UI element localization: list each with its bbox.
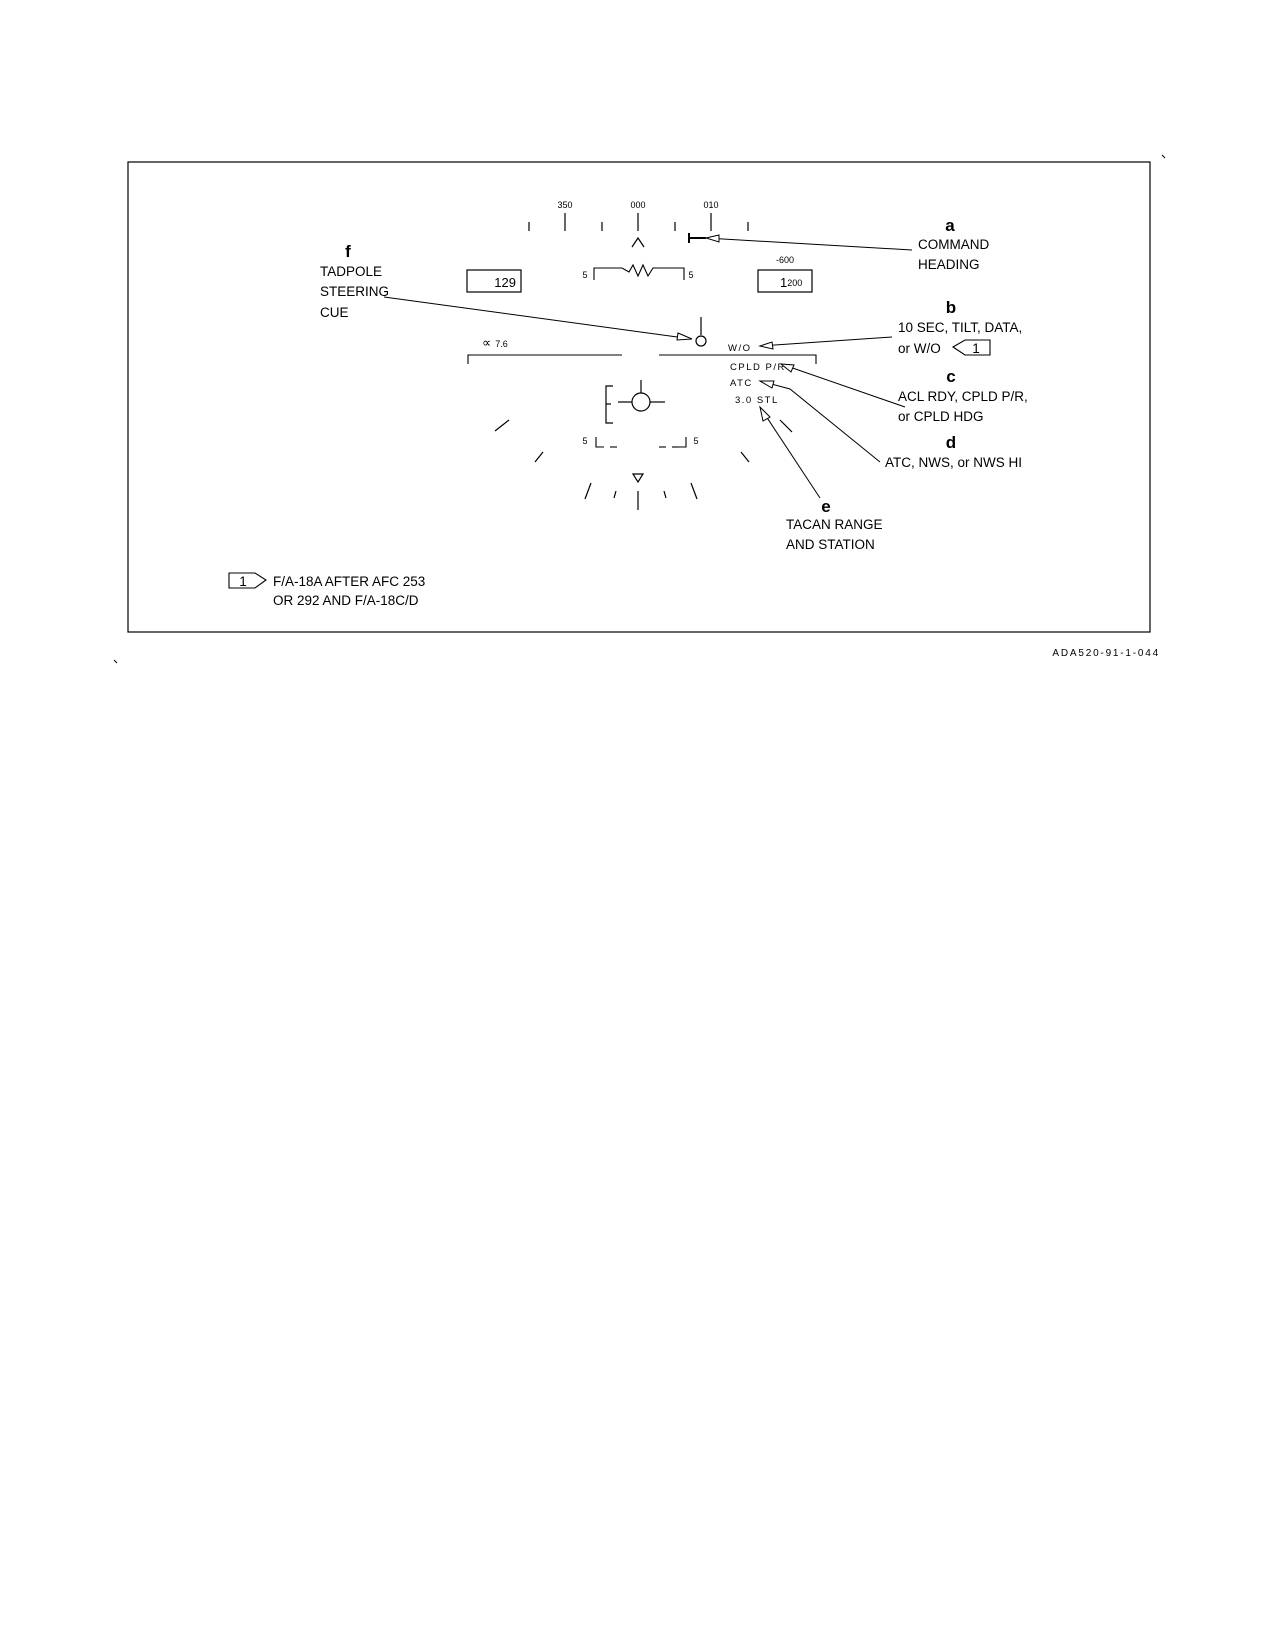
horizon-bar-right [659,354,817,364]
altitude-value: 1200 [780,275,802,290]
callout-leaders [383,237,913,499]
horizon-bar-left [467,354,622,364]
callout-d-line1: ATC, NWS, or NWS HI [885,455,1022,470]
callout-e-letter: e [821,497,830,516]
callout-f-line1: TADPOLE [320,264,382,279]
bank-pointer [631,473,645,484]
callout-a-line2: HEADING [918,257,980,272]
figure-code: ADA520-91-1-044 [1052,648,1160,659]
airspeed-box [466,269,522,293]
callout-d-letter: d [946,433,956,452]
pitch-label-left: 5 [582,270,587,280]
pitch-bracket-upper [593,263,685,280]
bank-scale [494,419,793,510]
callout-e-line2: AND STATION [786,537,875,552]
stray-mark [113,659,118,664]
pitch-label-right: 5 [688,270,693,280]
callout-c-line2: or CPLD HDG [898,409,984,424]
heading-label-000: 000 [630,200,645,210]
aoa-readout: ∝7.6 [482,335,508,350]
hud-status-atc: ATC [730,378,753,389]
heading-tape [528,213,749,231]
callout-e-line1: TACAN RANGE [786,517,883,532]
callout-b-flag-number: 1 [972,341,980,356]
callout-f-line3: CUE [320,305,349,320]
lower-pitch-label-left: 5 [582,436,587,446]
callout-a-letter: a [945,216,955,235]
heading-label-350: 350 [557,200,572,210]
stray-mark [1161,154,1166,159]
callout-b-line2: or W/O [898,341,941,356]
note-line2: OR 292 AND F/A-18C/D [273,593,419,608]
heading-label-010: 010 [703,200,718,210]
callout-c-letter: c [946,367,955,386]
note-flag [228,572,267,589]
hud-status-cpld: CPLD P/R [730,362,786,373]
callout-b-letter: b [946,298,956,317]
callout-f-line2: STEERING [320,284,389,299]
hud-status-tacan: 3.0 STL [735,395,779,406]
heading-caret [631,236,645,248]
callout-b-flag [951,339,991,356]
note-line1: F/A-18A AFTER AFC 253 [273,574,425,589]
vertical-velocity: -600 [776,255,794,265]
figure-frame [127,161,1151,633]
callout-f-letter: f [345,242,351,261]
pitch-ladder-lower [595,437,687,448]
altitude-box [757,269,813,293]
note-flag-number: 1 [239,574,247,589]
hud-status-wo: W/O [728,343,752,354]
airspeed-value: 129 [494,275,516,290]
callout-c-line1: ACL RDY, CPLD P/R, [898,389,1028,404]
lower-pitch-label-right: 5 [693,436,698,446]
callout-b-line1: 10 SEC, TILT, DATA, [898,320,1022,335]
leader-arrowheads [676,234,795,422]
velocity-vector [631,392,651,412]
tadpole-steering-cue [695,335,707,347]
callout-a-line1: COMMAND [918,237,989,252]
